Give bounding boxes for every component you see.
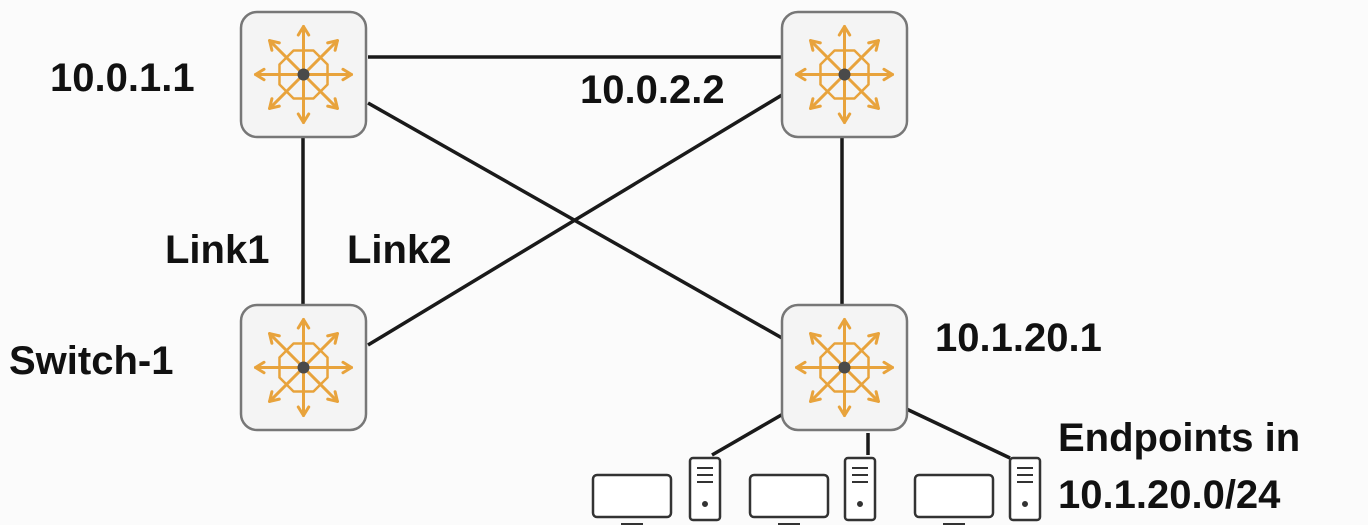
router-arrows-icon — [795, 25, 894, 124]
endpoints-label-line1: Endpoints in — [1058, 416, 1301, 460]
link2-tr-switch — [367, 93, 783, 347]
link-br-endpoint-1 — [711, 408, 791, 457]
server-tower-icon — [1008, 456, 1042, 522]
link-br-endpoint-3 — [897, 403, 1011, 460]
router-10-1-20-1 — [780, 303, 909, 432]
monitor-icon — [748, 473, 830, 525]
center-dot — [297, 361, 310, 374]
router-tr-label: 10.0.2.2 — [580, 68, 725, 112]
endpoints-label-line2: 10.1.20.0/24 — [1058, 473, 1281, 517]
switch-1 — [239, 303, 368, 432]
router-arrows-icon — [254, 318, 353, 417]
router-arrows-icon — [795, 318, 894, 417]
router-arrows-icon — [254, 25, 353, 124]
monitor-icon — [913, 473, 995, 525]
center-dot — [838, 68, 851, 81]
router-br-label: 10.1.20.1 — [935, 316, 1102, 360]
center-dot — [838, 361, 851, 374]
center-dot — [297, 68, 310, 81]
switch-1-label: Switch-1 — [9, 339, 174, 383]
endpoint-devices — [591, 456, 1042, 525]
server-tower-icon — [688, 456, 722, 522]
router-10-0-2-2 — [780, 10, 909, 139]
router-10-0-1-1 — [239, 10, 368, 139]
link1-label: Link1 — [165, 228, 270, 272]
connections — [301, 55, 1011, 460]
server-tower-icon — [843, 456, 877, 522]
network-devices — [239, 10, 909, 432]
monitor-icon — [591, 473, 673, 525]
link2-label: Link2 — [347, 228, 452, 272]
router-tl-label: 10.0.1.1 — [50, 56, 195, 100]
